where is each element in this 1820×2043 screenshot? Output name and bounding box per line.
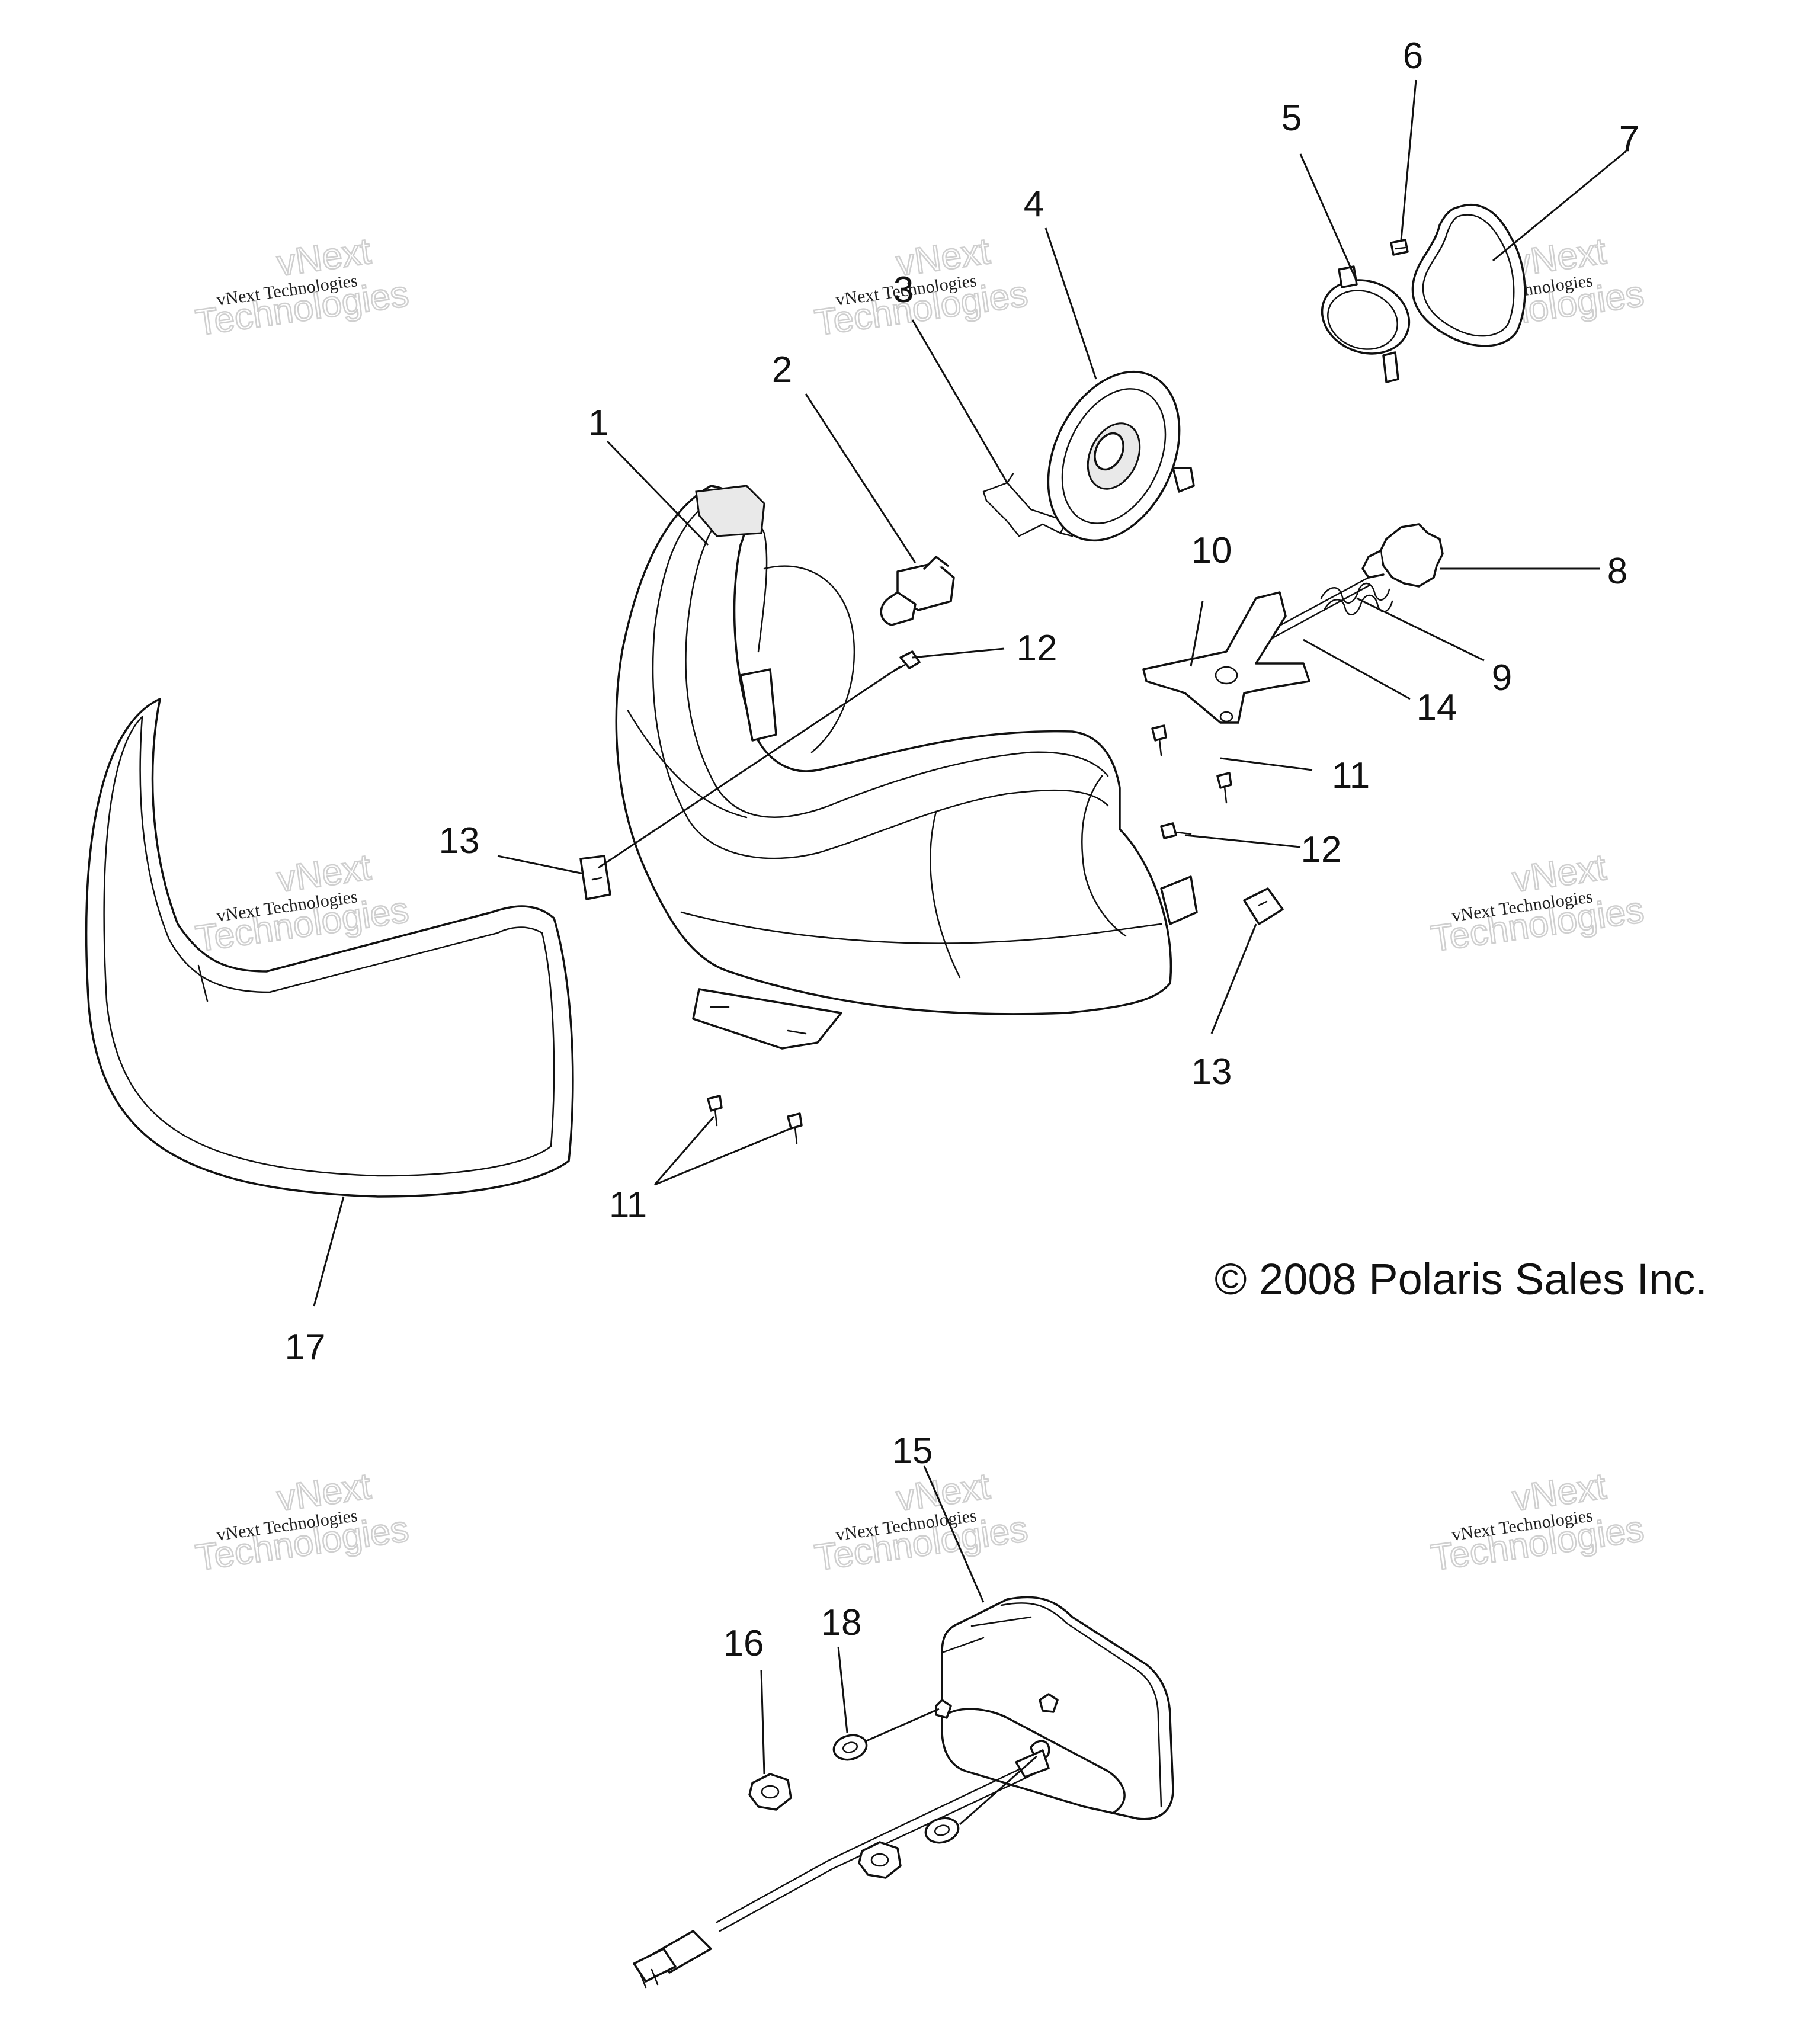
screw-part [1160, 822, 1192, 839]
clip-nut-part [1243, 887, 1284, 925]
watermark: Technologies vNext vNext Technologies [193, 230, 412, 344]
nut-part [858, 1841, 902, 1879]
callout-2: 2 [772, 349, 792, 390]
lamp-gasket-part [1411, 203, 1526, 347]
headlight-housing-part [615, 485, 1198, 1050]
watermark: Technologies vNext vNext Technologies [193, 1465, 412, 1579]
tail-light-part [935, 1596, 1174, 1820]
wire-harness-part [633, 1749, 1050, 1989]
callout-13: 13 [1191, 1051, 1232, 1092]
watermark: Technologies vNext vNext Technologies [1428, 846, 1648, 960]
watermark: Technologies vNext vNext Technologies [812, 1465, 1031, 1579]
callout-labels: 1 2 3 4 5 6 7 8 9 10 11 11 12 12 13 13 1… [285, 36, 1640, 1664]
callout-3: 3 [893, 270, 914, 310]
copyright-notice: © 2008 Polaris Sales Inc. [1215, 1255, 1707, 1304]
leader-lines [313, 79, 1627, 1826]
bulb-part [880, 556, 955, 626]
retainer-clip-part [982, 473, 1074, 537]
watermark: Technologies vNext vNext Technologies [812, 230, 1031, 344]
screw-part [1216, 772, 1232, 804]
callout-18: 18 [821, 1602, 862, 1643]
screw-part [1151, 724, 1167, 756]
aux-lamp-part [1321, 265, 1411, 383]
dust-cover-part [1047, 370, 1195, 542]
clip-nut-part [579, 855, 611, 900]
callout-14: 14 [1417, 687, 1457, 728]
small-screw-part [1390, 239, 1409, 256]
callout-11: 11 [609, 1185, 647, 1226]
screw-part [787, 1112, 803, 1144]
callout-12: 12 [1301, 829, 1342, 870]
callout-16: 16 [723, 1623, 764, 1664]
callout-12: 12 [1017, 628, 1058, 669]
washer-part [832, 1734, 868, 1761]
bracket-part [1142, 591, 1310, 724]
washer-part [924, 1817, 960, 1844]
callout-4: 4 [1024, 184, 1044, 224]
callout-6: 6 [1403, 36, 1423, 76]
headlight-seal-part [85, 698, 574, 1198]
callout-17: 17 [285, 1327, 326, 1368]
adjuster-knob-part [1361, 523, 1444, 588]
callout-9: 9 [1492, 658, 1512, 698]
callout-5: 5 [1281, 98, 1302, 139]
watermark: Technologies vNext vNext Technologies [1428, 1465, 1648, 1579]
callout-13: 13 [439, 820, 480, 861]
callout-1: 1 [588, 403, 608, 444]
nut-part [748, 1773, 792, 1811]
callout-15: 15 [892, 1431, 933, 1471]
callout-10: 10 [1191, 530, 1232, 571]
callout-8: 8 [1607, 551, 1627, 592]
callout-7: 7 [1619, 118, 1639, 159]
screw-part [707, 1095, 723, 1127]
callout-11: 11 [1332, 755, 1370, 796]
